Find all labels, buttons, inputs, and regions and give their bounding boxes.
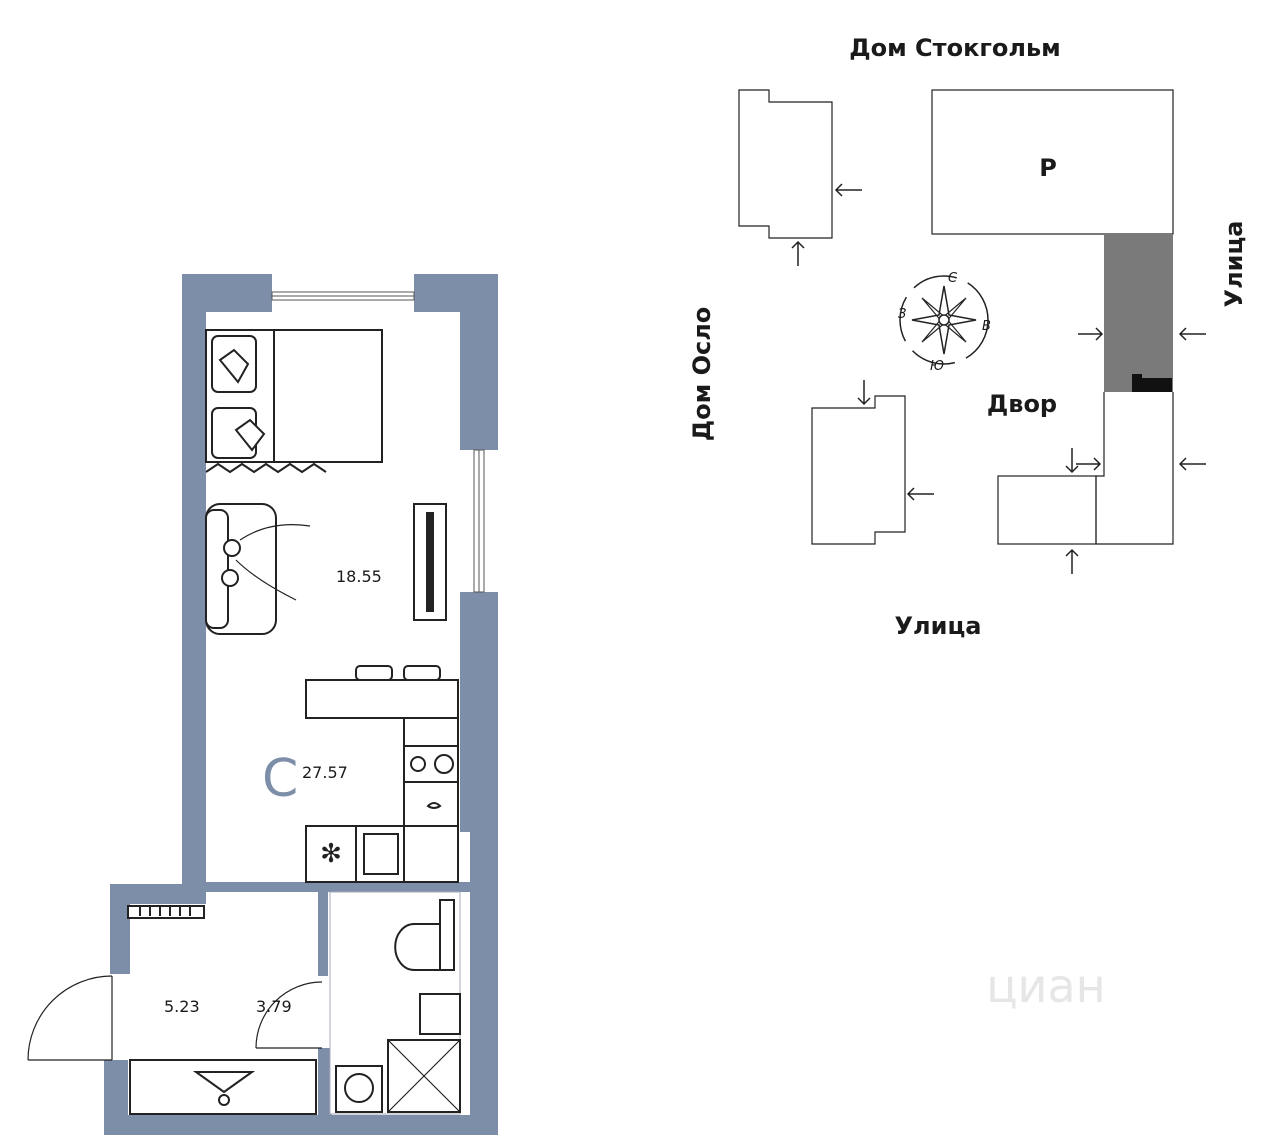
svg-text:З: З bbox=[898, 307, 906, 322]
wardrobe bbox=[129, 1059, 317, 1115]
window-right bbox=[473, 449, 485, 593]
area-bath: 3.79 bbox=[256, 997, 292, 1016]
label-house-oslo: Дом Осло bbox=[688, 307, 716, 442]
apartment-walls bbox=[104, 274, 498, 1135]
sofa bbox=[205, 503, 311, 635]
label-street-bottom: Улица bbox=[895, 612, 982, 640]
watermark: циан bbox=[986, 959, 1105, 1013]
svg-text:✻: ✻ bbox=[320, 839, 342, 869]
entrance-arrows bbox=[791, 183, 1206, 574]
label-yard: Двор bbox=[987, 390, 1057, 418]
site-plan: С В Ю З Дом Стокгольм Р Двор Улица Улица… bbox=[688, 34, 1248, 640]
bed bbox=[205, 329, 383, 463]
area-living: 18.55 bbox=[336, 567, 382, 586]
svg-text:Ю: Ю bbox=[930, 359, 944, 374]
svg-text:С: С bbox=[948, 271, 958, 286]
area-hall: 5.23 bbox=[164, 997, 200, 1016]
compass-icon: С В Ю З bbox=[898, 271, 991, 374]
entry-door bbox=[27, 975, 113, 1061]
svg-text:В: В bbox=[982, 319, 991, 334]
rug-edge bbox=[205, 462, 327, 474]
label-street-right: Улица bbox=[1220, 221, 1248, 308]
label-house-stockholm: Дом Стокгольм bbox=[849, 34, 1061, 62]
window-top bbox=[271, 291, 415, 301]
label-parking: Р bbox=[1039, 154, 1057, 182]
apartment-type-letter: С bbox=[262, 749, 298, 809]
area-total: 27.57 bbox=[302, 763, 348, 782]
bathroom-fixtures bbox=[329, 891, 461, 1115]
kitchen: ✻ bbox=[305, 665, 459, 883]
bath-door bbox=[255, 981, 323, 1049]
radiator bbox=[127, 905, 205, 919]
tv-unit bbox=[413, 503, 447, 621]
